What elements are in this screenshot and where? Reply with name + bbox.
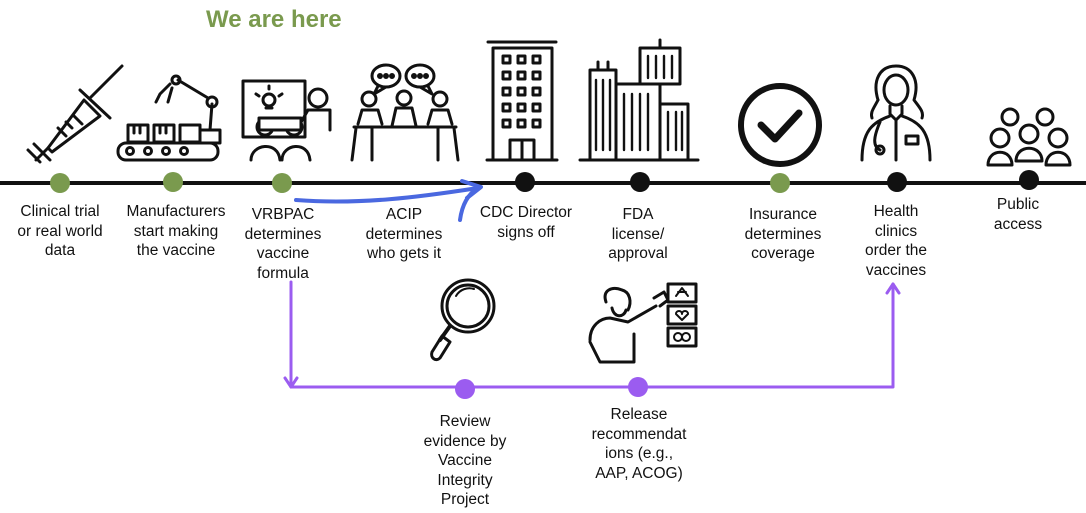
diagram-title: We are here	[206, 6, 342, 33]
step-label: Insurance determines coverage	[744, 206, 822, 262]
committee-discussion-icon	[350, 63, 460, 162]
step-label: Health clinics order the vaccines	[864, 203, 928, 279]
city-buildings-icon	[578, 38, 700, 162]
step-node	[272, 173, 292, 193]
step-label: Public access	[993, 196, 1043, 233]
doctor-icon	[860, 64, 932, 162]
purple-path	[289, 280, 895, 389]
purple-arrowhead-down	[283, 376, 299, 389]
alt-path-label: Release recommendat ions (e.g., AAP, ACO…	[591, 406, 687, 482]
alt-path-label: Review evidence by Vaccine Integrity Pro…	[423, 413, 507, 508]
step-label: Clinical trial or real world data	[17, 203, 103, 259]
magnifying-glass-icon	[430, 278, 496, 362]
step-node	[515, 172, 535, 192]
step-label: VRBPAC determines vaccine formula	[244, 206, 322, 282]
step-node	[630, 172, 650, 192]
step-label: FDA license/ approval	[608, 206, 668, 262]
purple-arrowhead-up	[885, 282, 901, 295]
crowd-icon	[986, 107, 1072, 167]
presenter-slides-icon	[588, 282, 698, 364]
step-node	[50, 173, 70, 193]
checkmark-circle-icon	[738, 83, 822, 167]
step-node	[163, 172, 183, 192]
office-building-icon	[485, 40, 559, 162]
alt-path-node	[628, 377, 648, 397]
step-node	[887, 172, 907, 192]
alt-path-node	[455, 379, 475, 399]
step-label: ACIP determines who gets it	[365, 206, 443, 262]
step-node	[1019, 170, 1039, 190]
syringe-icon	[26, 64, 124, 164]
step-node	[770, 173, 790, 193]
step-label: Manufacturers start making the vaccine	[126, 203, 226, 259]
blue-arrow-head	[460, 179, 483, 200]
factory-robot-icon	[116, 74, 222, 162]
blue-arrow	[294, 186, 480, 204]
step-label: CDC Director signs off	[479, 204, 573, 241]
presentation-meeting-icon	[241, 79, 332, 162]
